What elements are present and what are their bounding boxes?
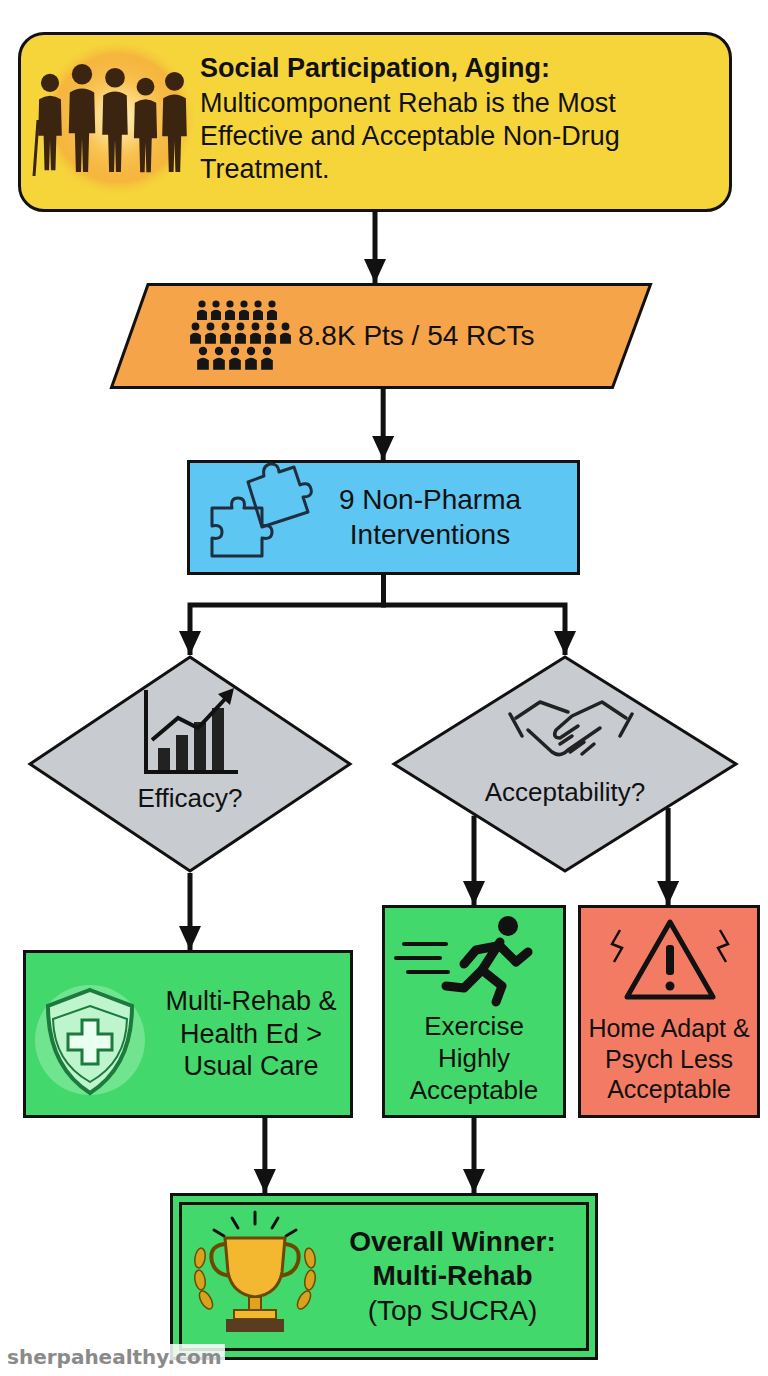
node-text: Overall Winner: Multi-Rehab <box>320 1225 585 1293</box>
node-subtext: Multicomponent Rehab is the Most Effecti… <box>200 87 725 186</box>
node-text: Social Participation, Aging: <box>200 52 550 85</box>
data-parallelogram: 8.8K Pts / 54 RCTs <box>110 283 652 389</box>
decision-diamond: Efficacy? <box>28 655 352 873</box>
node-text: Home Adapt & Psych Less Acceptable <box>588 1013 750 1105</box>
node-text: Efficacy? <box>137 783 242 815</box>
connector-arrow <box>373 212 378 283</box>
connector-arrow <box>666 808 671 905</box>
text-area: Exercise Highly Acceptable <box>386 1005 562 1113</box>
text-area: Acceptability? <box>442 773 688 813</box>
decision-diamond: Acceptability? <box>392 655 738 873</box>
text-area: 9 Non-Pharma Interventions <box>299 460 561 575</box>
connector-arrow <box>381 389 386 460</box>
connector-arrow <box>190 575 384 655</box>
winner-box: Overall Winner: Multi-Rehab(Top SUCRA) <box>170 1193 598 1360</box>
node-text: Acceptability? <box>485 777 645 809</box>
result-box: Exercise Highly Acceptable <box>382 905 566 1118</box>
warning-box: Home Adapt & Psych Less Acceptable <box>578 905 760 1118</box>
text-area: Multi-Rehab & Health Ed > Usual Care <box>163 950 339 1118</box>
title-box: Social Participation, Aging:Multicompone… <box>18 32 732 212</box>
diamond-outline <box>392 655 738 873</box>
connector-arrow <box>472 1118 477 1193</box>
node-text: 8.8K Pts / 54 RCTs <box>298 319 535 353</box>
node-subtext: (Top SUCRA) <box>368 1294 538 1328</box>
watermark: sherpahealthy.com <box>4 1344 225 1370</box>
text-area: Social Participation, Aging:Multicompone… <box>200 44 725 194</box>
connector-arrow <box>188 873 193 950</box>
result-box: Multi-Rehab & Health Ed > Usual Care <box>23 950 353 1118</box>
node-text: 9 Non-Pharma Interventions <box>299 483 561 551</box>
text-area: Home Adapt & Psych Less Acceptable <box>588 1005 750 1113</box>
text-area: Overall Winner: Multi-Rehab(Top SUCRA) <box>320 1193 585 1360</box>
connector-arrow <box>384 575 566 655</box>
diamond-outline <box>28 655 352 873</box>
connector-arrow <box>472 816 477 905</box>
process-box: 9 Non-Pharma Interventions <box>187 460 580 575</box>
node-text: Multi-Rehab & Health Ed > Usual Care <box>163 985 339 1084</box>
node-text: Exercise Highly Acceptable <box>386 1011 562 1106</box>
connector-arrow <box>262 1118 267 1193</box>
text-area: Efficacy? <box>70 779 310 819</box>
text-area: 8.8K Pts / 54 RCTs <box>298 283 618 389</box>
